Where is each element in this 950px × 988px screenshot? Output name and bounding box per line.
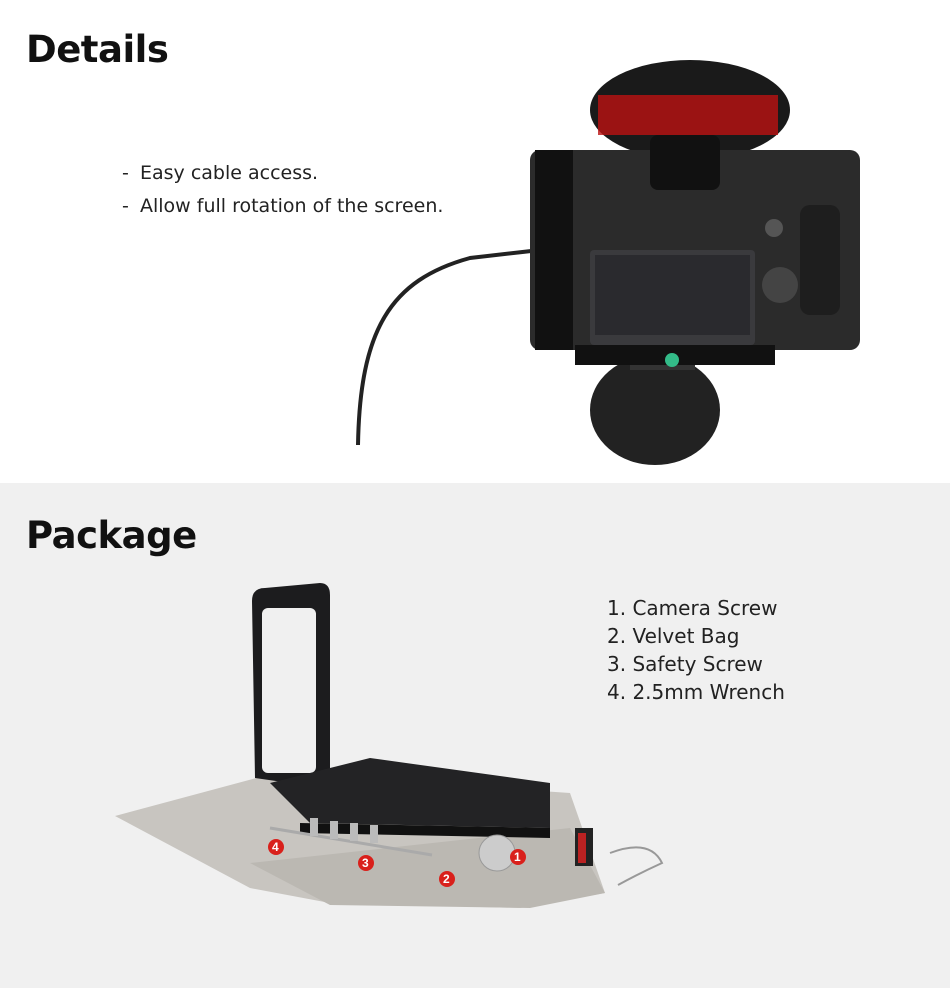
- marker-1: 1: [514, 850, 521, 864]
- bullet-dash: -: [122, 195, 129, 217]
- details-section: Details -Easy cable access. -Allow full …: [0, 0, 950, 483]
- marker-4: 4: [272, 840, 279, 854]
- marker-2: 2: [443, 872, 450, 886]
- bullet-text: Allow full rotation of the screen.: [140, 195, 444, 217]
- camera-photo: [356, 60, 860, 465]
- package-item: 2. Velvet Bag: [607, 624, 740, 648]
- details-bullet: -Easy cable access.: [122, 160, 443, 193]
- bullet-dash: -: [122, 162, 129, 184]
- package-item: 3. Safety Screw: [607, 652, 763, 676]
- marker-3: 3: [362, 856, 369, 870]
- bullet-text: Easy cable access.: [140, 162, 319, 184]
- package-list: 1. Camera Screw 2. Velvet Bag 3. Safety …: [607, 595, 785, 707]
- details-list: -Easy cable access. -Allow full rotation…: [122, 160, 443, 226]
- package-photo: 1 2 3 4: [115, 583, 664, 908]
- package-item: 1. Camera Screw: [607, 596, 778, 620]
- package-title: Package: [26, 514, 197, 557]
- details-title: Details: [26, 28, 169, 71]
- package-item: 4. 2.5mm Wrench: [607, 680, 785, 704]
- details-bullet: -Allow full rotation of the screen.: [122, 193, 443, 226]
- package-section: Package 1. Camera Screw 2. Velvet Bag 3.…: [0, 483, 950, 988]
